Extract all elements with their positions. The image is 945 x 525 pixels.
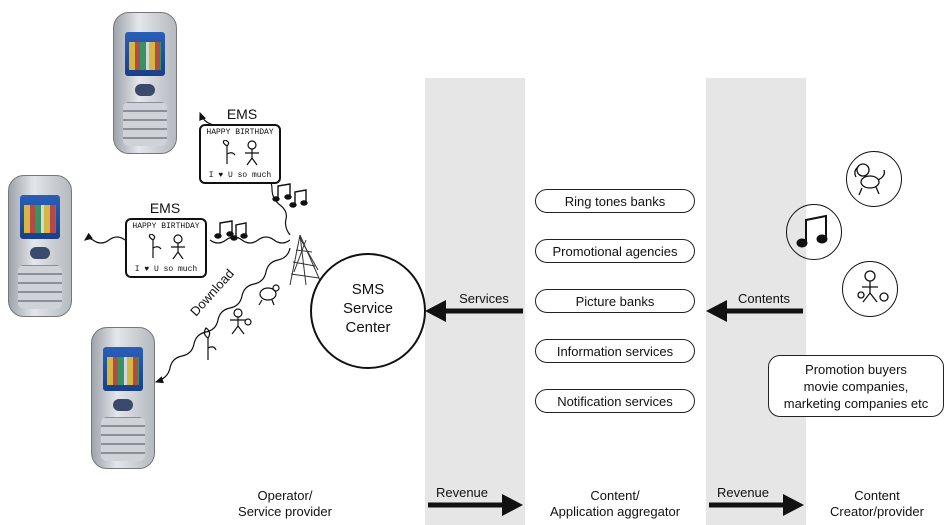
aggregator-band-left bbox=[425, 78, 525, 525]
wave-to-bottom-phone bbox=[154, 247, 291, 384]
sms-center-line2: Service bbox=[342, 300, 394, 317]
dog-picture-circle bbox=[846, 151, 902, 207]
creator-label-1: Content bbox=[854, 488, 900, 503]
ems-card-message: I ♥ U so much bbox=[208, 171, 272, 180]
services-label: Services bbox=[459, 291, 509, 306]
wave-to-middle-phone bbox=[85, 237, 291, 243]
service-promotional-agencies: Promotional agencies bbox=[535, 239, 695, 263]
contents-label: Contents bbox=[737, 291, 791, 306]
buyers-line1: Promotion buyers bbox=[805, 362, 907, 377]
rose-and-figure-icon bbox=[148, 234, 185, 260]
ems-card-message: I ♥ U so much bbox=[134, 265, 198, 274]
operator-label-2: Service provider bbox=[238, 504, 332, 519]
sms-center-line3: Center bbox=[345, 319, 391, 336]
operator-label-1: Operator/ bbox=[257, 488, 313, 503]
aggregator-label-1: Content/ bbox=[590, 488, 640, 503]
service-information-services: Information services bbox=[535, 339, 695, 363]
service-notification-services: Notification services bbox=[535, 389, 695, 413]
ems-card-top: HAPPY BIRTHDAY I ♥ U so much bbox=[199, 124, 281, 184]
ems-label-top: EMS bbox=[226, 106, 258, 122]
phone-bottom bbox=[91, 327, 155, 469]
buyers-line2: movie companies, bbox=[803, 379, 909, 394]
sms-service-center: SMS Service Center bbox=[310, 253, 426, 369]
aggregator-label-2: Application aggregator bbox=[549, 504, 681, 519]
aggregator-band-right bbox=[706, 78, 806, 525]
ems-card-title: HAPPY BIRTHDAY bbox=[206, 128, 274, 137]
promotion-buyers-box: Promotion buyers movie companies, market… bbox=[768, 355, 944, 417]
creator-label-2: Creator/provider bbox=[830, 504, 924, 519]
sms-center-line1: SMS bbox=[351, 281, 385, 298]
ems-card-title: HAPPY BIRTHDAY bbox=[132, 222, 200, 231]
ems-label-middle: EMS bbox=[149, 200, 181, 216]
music-note-circle bbox=[786, 204, 842, 260]
revenue-label-left: Revenue bbox=[435, 485, 489, 500]
download-pictures-icon bbox=[203, 284, 280, 360]
ems-card-middle: HAPPY BIRTHDAY I ♥ U so much bbox=[125, 218, 207, 278]
buyers-line3: marketing companies etc bbox=[783, 396, 929, 411]
service-ring-tones-banks: Ring tones banks bbox=[535, 189, 695, 213]
phone-top bbox=[113, 12, 177, 154]
music-notes-icon bbox=[214, 183, 308, 241]
revenue-label-right: Revenue bbox=[716, 485, 770, 500]
stick-figure-circle bbox=[842, 261, 898, 317]
rose-and-figure-icon bbox=[222, 140, 259, 166]
service-picture-banks: Picture banks bbox=[535, 289, 695, 313]
phone-middle bbox=[8, 175, 72, 317]
antenna-icon bbox=[289, 234, 323, 286]
